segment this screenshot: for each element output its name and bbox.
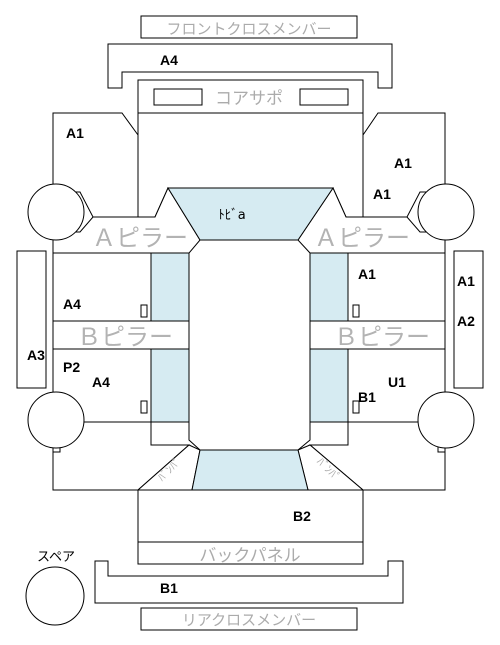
grade-left-front-fender: A1 (66, 125, 84, 141)
left-front-window (150, 252, 190, 322)
grade-right-front-fender-upper: A1 (394, 155, 412, 171)
rear-window (191, 449, 309, 491)
left-rocker[interactable] (16, 250, 47, 389)
grade-right-front-fender-lower: A1 (373, 186, 391, 202)
grade-right-front-door: A1 (358, 266, 376, 282)
b-pillar-right-label: Ｂピラー (334, 323, 430, 351)
trunk-lid[interactable] (137, 489, 364, 543)
b-pillar-right[interactable] (309, 320, 446, 350)
headlight-right (299, 88, 349, 106)
right-rear-window (309, 348, 349, 423)
headlight-left (153, 88, 203, 106)
grade-right-rear-door-b: B1 (358, 389, 376, 405)
right-front-door[interactable] (347, 252, 446, 322)
right-rear-door-handle (352, 400, 360, 414)
rear-right-wheel[interactable] (417, 391, 475, 449)
front-right-wheel[interactable] (417, 183, 475, 241)
rear-left-wheel[interactable] (27, 391, 85, 449)
grade-right-rear-door-u: U1 (388, 374, 406, 390)
grade-left-rear-door-p: P2 (63, 359, 80, 375)
left-rear-window (150, 348, 190, 423)
roof-label: ﾄﾋﾞa (218, 208, 245, 223)
back-panel[interactable] (137, 541, 364, 565)
front-cross-member-label: フロントクロスメンバー (166, 20, 331, 38)
front-left-wheel[interactable] (27, 183, 85, 241)
spare-label: スペア (37, 550, 75, 565)
rear-cross-member[interactable] (94, 560, 404, 604)
left-front-door-handle (140, 304, 148, 318)
b-pillar-left-label: Ｂピラー (77, 323, 173, 351)
grade-left-rocker: A3 (27, 347, 45, 363)
a-pillar-right-label: Ａピラー (314, 224, 410, 252)
spare-tire[interactable] (25, 566, 85, 626)
grade-front-cross-member: A4 (160, 52, 178, 68)
grade-left-front-door: A4 (63, 296, 81, 312)
grade-right-rocker-upper: A1 (457, 273, 475, 289)
roof[interactable] (188, 239, 311, 451)
grade-trunk: B2 (293, 508, 311, 524)
left-rear-door-handle (140, 400, 148, 414)
grade-rear-cross-member: B1 (160, 580, 178, 596)
core-support-label: コアサポ (215, 89, 283, 109)
right-front-door-handle (352, 304, 360, 318)
rear-cross-member-label-box (140, 607, 358, 631)
a-pillar-left-label: Ａピラー (92, 224, 188, 252)
front-cross-member[interactable] (107, 43, 393, 89)
grade-left-rear-door: A4 (92, 374, 110, 390)
grade-right-rocker-lower: A2 (457, 313, 475, 329)
b-pillar-left[interactable] (52, 320, 191, 350)
right-front-window (309, 252, 349, 322)
back-panel-label: バックパネル (199, 546, 300, 566)
right-rocker[interactable] (453, 250, 484, 389)
front-cross-member-label-box (140, 15, 358, 39)
left-front-door[interactable] (52, 252, 152, 322)
rear-cross-member-label: リアクロスメンバー (182, 611, 316, 629)
